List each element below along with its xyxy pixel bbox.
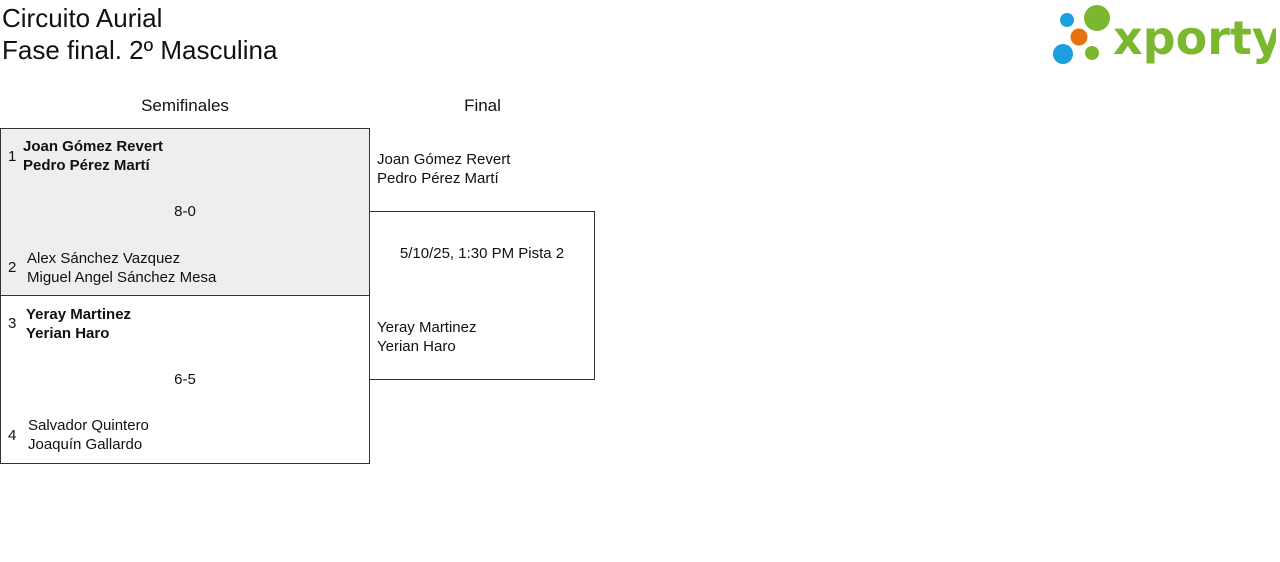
player-name: Salvador Quintero [28, 417, 149, 434]
final-team-1: Joan Gómez Revert Pedro Pérez Martí [377, 150, 510, 188]
round-header-final: Final [464, 96, 501, 115]
player-name: Pedro Pérez Martí [377, 170, 499, 187]
seed-number: 1 [8, 148, 17, 165]
player-name: Yerian Haro [26, 325, 110, 342]
match-schedule: 5/10/25, 1:30 PM Pista 2 [399, 245, 565, 262]
final-team-2: Yeray Martinez Yerian Haro [377, 318, 477, 356]
team: Alex Sánchez Vazquez Miguel Angel Sánche… [27, 249, 216, 287]
player-name: Yerian Haro [377, 338, 456, 355]
player-name: Alex Sánchez Vazquez [27, 250, 181, 267]
match-score: 6-5 [174, 371, 196, 388]
final-match[interactable]: 5/10/25, 1:30 PM Pista 2 Yeray Martinez … [369, 211, 595, 380]
player-name: Joan Gómez Revert [23, 138, 164, 155]
seed-number: 3 [8, 315, 17, 332]
player-name: Pedro Pérez Martí [23, 157, 150, 174]
player-name: Yeray Martinez [26, 306, 132, 323]
svg-text:xporty: xporty [1113, 11, 1276, 65]
seed-number: 4 [8, 427, 17, 444]
seed-number: 2 [8, 259, 17, 276]
player-name: Joaquín Gallardo [28, 436, 143, 453]
semifinal-match-2[interactable]: 3 Yeray Martinez Yerian Haro 6-5 4 Salva… [0, 295, 370, 464]
xporty-logo: xporty [1050, 4, 1280, 66]
round-header-semifinals: Semifinales [141, 96, 229, 115]
page-subtitle: Fase final. 2º Masculina [2, 35, 278, 65]
page-title: Circuito Aurial [2, 3, 163, 33]
match-score: 8-0 [174, 203, 196, 220]
team-winner: Yeray Martinez Yerian Haro [26, 305, 131, 343]
player-name: Joan Gómez Revert [377, 151, 511, 168]
player-name: Miguel Angel Sánchez Mesa [27, 269, 217, 286]
player-name: Yeray Martinez [377, 319, 477, 336]
semifinal-match-1[interactable]: 1 Joan Gómez Revert Pedro Pérez Martí 8-… [0, 128, 370, 296]
team-winner: Joan Gómez Revert Pedro Pérez Martí [23, 137, 163, 175]
team: Salvador Quintero Joaquín Gallardo [28, 416, 149, 454]
